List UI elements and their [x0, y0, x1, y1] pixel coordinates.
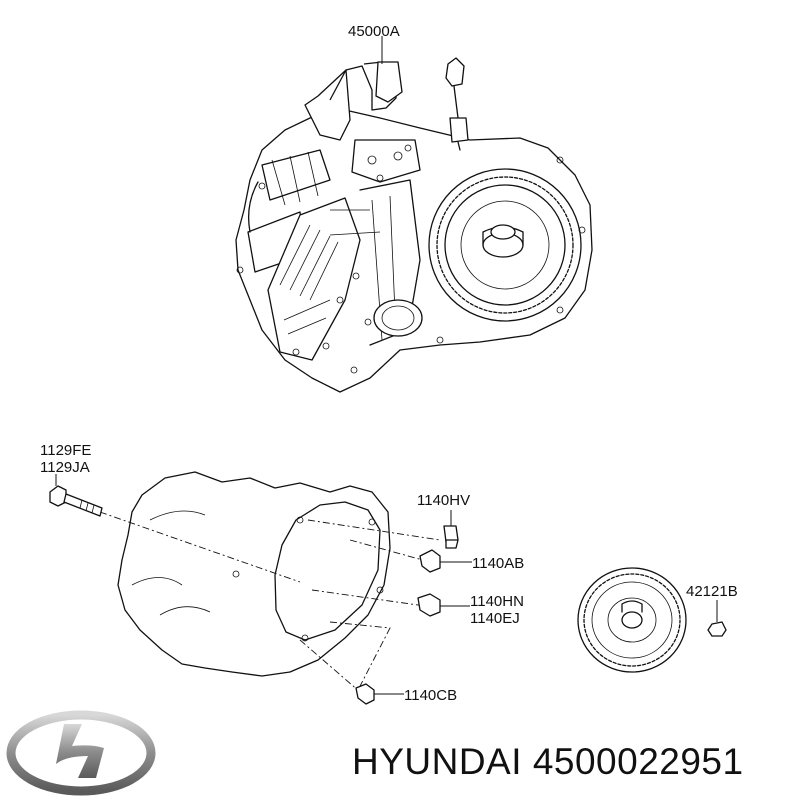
hyundai-logo-icon — [6, 710, 156, 796]
torque-converter: 42121B — [577, 567, 738, 673]
label-bolt-1140cb: 1140CB — [404, 687, 457, 704]
bolt-1140ab: 1140AB — [419, 549, 524, 573]
part-caption: HYUNDAI 4500022951 — [352, 736, 744, 788]
label-bolt-1140ej: 1140EJ — [470, 610, 520, 627]
label-bolt-1140ab: 1140AB — [472, 555, 524, 572]
transaxle-assembly: 45000A — [235, 23, 593, 393]
label-bolt-1140hn: 1140HN — [470, 593, 524, 610]
part-number: 4500022951 — [532, 741, 744, 782]
label-nut-42121b: 42121B — [686, 583, 738, 600]
bolt-1140hn: 1140HN 1140EJ — [417, 593, 524, 627]
label-transaxle: 45000A — [348, 23, 400, 40]
brand-name: HYUNDAI — [352, 741, 523, 782]
bolt-1140hv: 1140HV — [417, 492, 470, 549]
bolt-1129: 1129FE 1129JA — [40, 442, 103, 517]
label-bolt-1140hv: 1140HV — [417, 492, 470, 509]
housing-outline — [99, 471, 441, 693]
label-bolt-1129fe: 1129FE — [40, 442, 91, 459]
bolt-1140cb: 1140CB — [355, 683, 457, 705]
label-bolt-1129ja: 1129JA — [40, 459, 90, 476]
